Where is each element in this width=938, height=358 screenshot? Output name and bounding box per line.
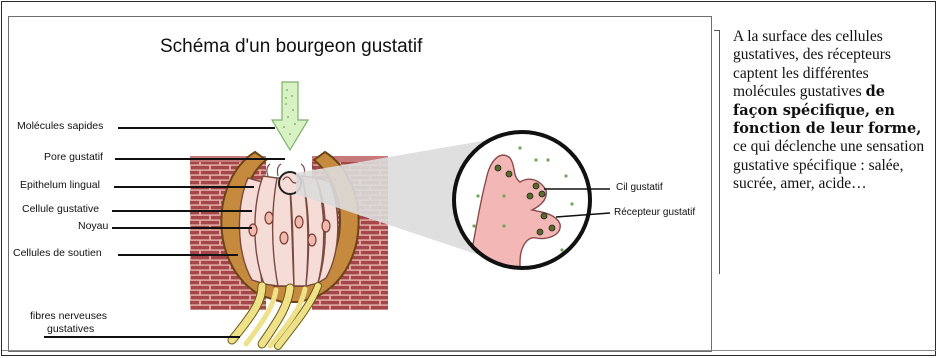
label-fibres-gustatives: gustatives	[47, 323, 94, 335]
description-text: A la surface des cellules gustatives, de…	[733, 28, 933, 194]
label-cil-gustatif: Cil gustatif	[616, 182, 663, 193]
label-cellule-gustative: Cellule gustative	[22, 203, 99, 215]
description-part-2: ce qui déclenche une sensation gustative…	[733, 138, 924, 192]
molecules-arrow	[272, 82, 308, 150]
leader-molecules	[118, 127, 275, 129]
label-pore-gustatif: Pore gustatif	[44, 151, 103, 163]
leader-cellule	[112, 210, 252, 212]
zoom-circle	[454, 132, 590, 290]
label-molecules-sapides: Molécules sapides	[17, 120, 103, 132]
leader-noyau	[112, 227, 252, 229]
label-epithelum-lingual: Epithelum lingual	[20, 179, 100, 191]
leader-fibres	[44, 336, 240, 338]
label-fibres-nerveuses: fibres nerveuses	[30, 310, 107, 322]
leader-epithelium	[114, 186, 254, 188]
label-recepteur-gustatif: Récepteur gustatif	[614, 207, 695, 218]
text-bracket	[714, 30, 720, 274]
bottom-rule	[2, 350, 936, 351]
leader-pore	[115, 158, 285, 160]
label-cellules-soutien: Cellules de soutien	[13, 247, 102, 259]
label-noyau: Noyau	[78, 220, 108, 232]
leader-soutien	[118, 254, 238, 256]
diagram-title: Schéma d'un bourgeon gustatif	[160, 36, 422, 58]
